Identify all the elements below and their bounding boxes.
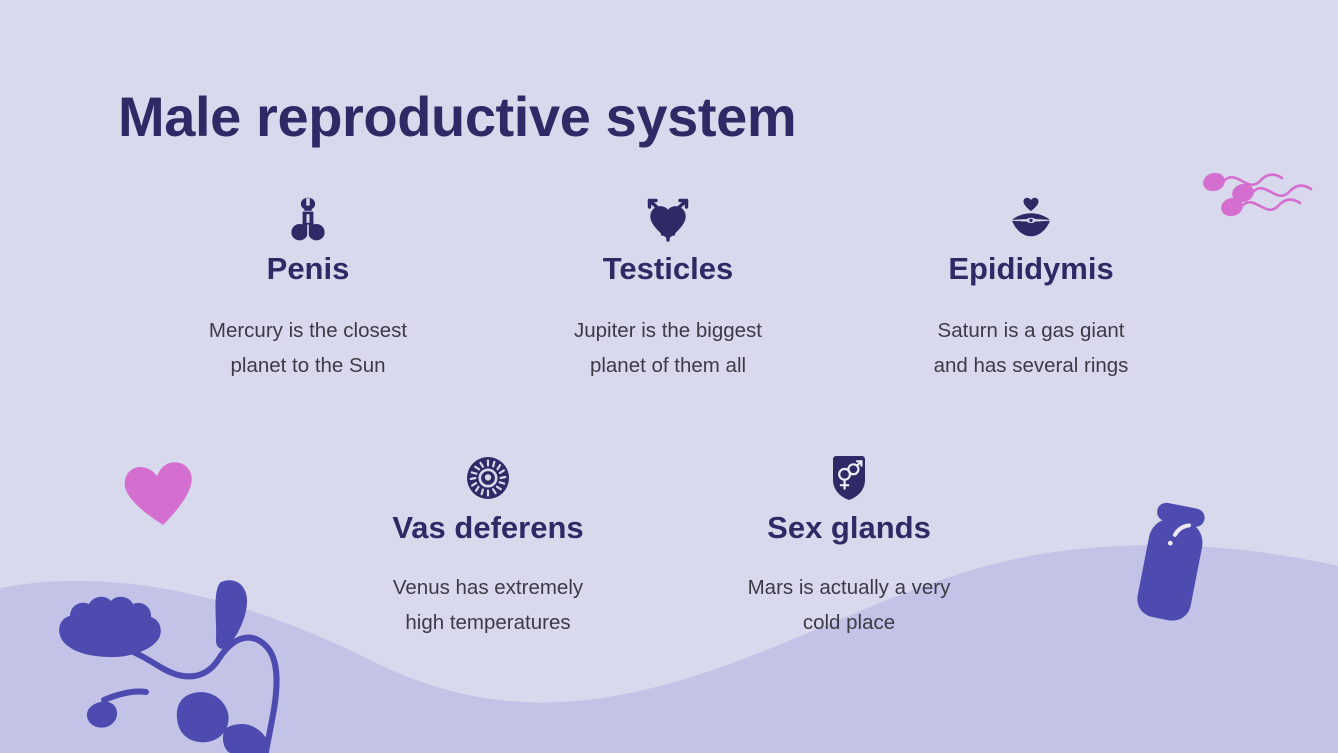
item-heading: Sex glands	[767, 510, 931, 545]
item-body-line-1: Mars is actually a very	[747, 576, 951, 600]
item-body-line-2: high temperatures	[405, 611, 571, 635]
content-item-penis: Penis Mercury is the closest planet to t…	[158, 196, 458, 384]
item-body-line-1: Mercury is the closest	[208, 319, 408, 343]
item-body-line-1: Saturn is a gas giant	[937, 319, 1125, 343]
item-body-line-2: and has several rings	[933, 354, 1129, 378]
content-item-sex-glands: Sex glands Mars is actually a very cold …	[699, 455, 999, 641]
item-body: Saturn is a gas giant and has several ri…	[881, 313, 1181, 384]
item-heading: Penis	[266, 251, 350, 286]
item-body-line-2: cold place	[802, 611, 896, 635]
item-body: Mercury is the closest planet to the Sun	[158, 313, 458, 384]
item-body-line-2: planet of them all	[589, 354, 747, 378]
item-heading: Testicles	[602, 251, 734, 286]
content-item-vas-deferens: Vas deferens Venus has extremely high te…	[338, 455, 638, 641]
item-body-line-1: Jupiter is the biggest	[573, 319, 763, 343]
shield-gender-icon	[699, 455, 999, 501]
ovum-sun-icon	[338, 455, 638, 501]
item-body-line-2: planet to the Sun	[230, 354, 386, 378]
penis-icon	[158, 196, 458, 242]
lips-heart-icon	[881, 196, 1181, 242]
item-body: Jupiter is the biggest planet of them al…	[518, 313, 818, 384]
page-title: Male reproductive system	[118, 85, 797, 148]
item-body: Venus has extremely high temperatures	[338, 570, 638, 641]
item-heading: Epididymis	[948, 251, 1114, 286]
item-body: Mars is actually a very cold place	[699, 570, 999, 641]
transgender-heart-icon	[518, 196, 818, 242]
content-item-epididymis: Epididymis Saturn is a gas giant and has…	[881, 196, 1181, 384]
item-body-line-1: Venus has extremely	[392, 576, 584, 600]
item-heading: Vas deferens	[392, 510, 584, 545]
content-item-testicles: Testicles Jupiter is the biggest planet …	[518, 196, 818, 384]
